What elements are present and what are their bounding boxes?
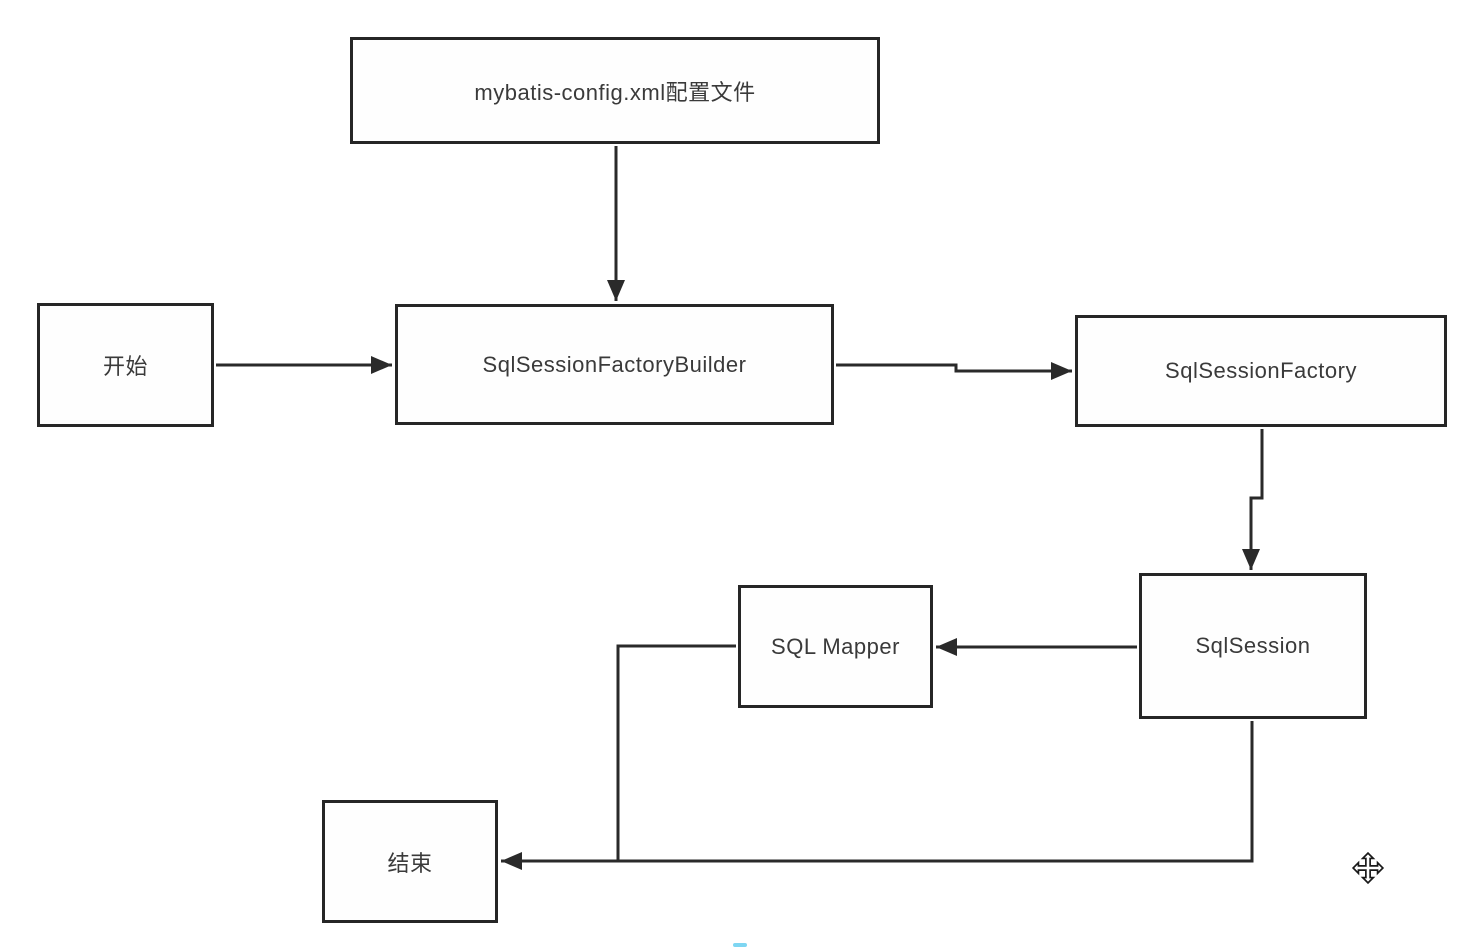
node-sqlsession: SqlSession (1139, 573, 1367, 719)
node-config-file-label: mybatis-config.xml配置文件 (474, 79, 756, 105)
move-cursor-icon (1351, 851, 1385, 885)
node-sqlsessionfactory: SqlSessionFactory (1075, 315, 1447, 427)
edge-builder-to-factory (836, 362, 1072, 380)
bottom-progress-mark (733, 943, 747, 947)
node-end: 结束 (322, 800, 498, 923)
node-start-label: 开始 (102, 354, 148, 379)
node-sqlsession-label: SqlSession (1195, 633, 1311, 658)
node-sqlsessionfactorybuilder: SqlSessionFactoryBuilder (395, 304, 834, 425)
node-config-file: mybatis-config.xml配置文件 (350, 37, 880, 144)
node-end-label: 结束 (387, 850, 433, 876)
edge-mapper-join-line (616, 644, 736, 861)
node-sqlsessionfactory-label: SqlSessionFactory (1165, 358, 1357, 383)
node-sqlsessionfactorybuilder-label: SqlSessionFactoryBuilder (482, 351, 747, 377)
edge-factory-to-session (1242, 429, 1264, 570)
node-start: 开始 (37, 303, 214, 427)
node-sql-mapper: SQL Mapper (738, 585, 933, 708)
edge-session-to-end (501, 721, 1254, 870)
node-sql-mapper-label: SQL Mapper (771, 633, 900, 659)
